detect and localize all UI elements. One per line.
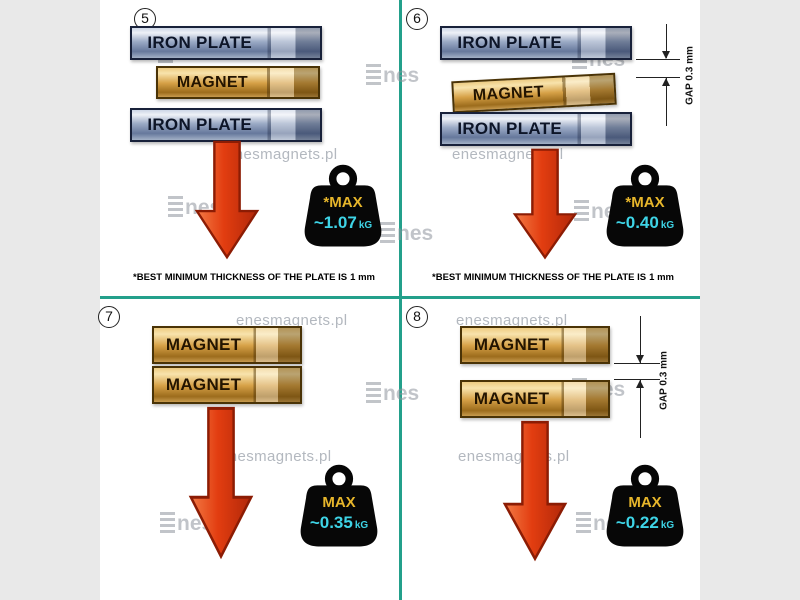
magnet-bar-top: MAGNET	[460, 326, 610, 364]
gap-dimension-line	[640, 316, 641, 363]
watermark-enes-logo: nes	[574, 200, 627, 222]
enes-e-icon	[158, 42, 173, 64]
vertical-divider	[399, 0, 402, 600]
enes-logo-text: nes	[589, 48, 626, 71]
magnet-bar-top: MAGNET	[152, 326, 302, 364]
gap-label: GAP 0.3 mm	[658, 351, 670, 410]
magnet-bar: MAGNET	[451, 72, 617, 114]
enes-e-icon	[168, 196, 183, 218]
horizontal-divider	[100, 296, 700, 299]
iron-plate-label: IRON PLATE	[457, 33, 563, 52]
pull-force-arrow	[502, 420, 568, 562]
weight-unit: kG	[354, 520, 369, 531]
enes-e-icon	[366, 64, 381, 86]
enes-logo-text: nes	[397, 222, 434, 245]
gap-dimension-line	[640, 380, 641, 438]
watermark-site: enesmagnets.pl	[236, 312, 348, 329]
iron-plate-label: IRON PLATE	[147, 115, 253, 134]
watermark-site: enesmagnets.pl	[226, 146, 338, 163]
pull-force-arrow	[512, 148, 578, 260]
iron-plate-bottom: IRON PLATE	[440, 112, 632, 146]
weight-max-label: MAX	[628, 494, 662, 511]
panel-number: 5	[134, 8, 156, 30]
weight-value-number: ~1.07	[313, 213, 357, 232]
enes-logo-text: nes	[593, 512, 630, 535]
magnet-bar: MAGNET	[156, 66, 320, 99]
weight-unit: kG	[358, 220, 373, 231]
weight-max-label: MAX	[322, 494, 356, 511]
footnote-text: *BEST MINIMUM THICKNESS OF THE PLATE IS	[432, 272, 647, 283]
watermark-enes-logo: nes	[366, 382, 419, 404]
watermark-enes-logo: nes	[366, 64, 419, 86]
enes-e-icon	[576, 512, 591, 534]
magnet-label: MAGNET	[176, 73, 248, 91]
gap-dimension-line	[666, 24, 667, 58]
watermark-enes-logo: nes	[380, 222, 433, 244]
watermark-enes-logo: nes	[572, 48, 625, 70]
enes-logo-text: nes	[177, 512, 214, 535]
gap-extension-line	[636, 77, 680, 78]
watermark-enes-logo: nes	[168, 196, 221, 218]
watermark-enes-logo: nes	[576, 512, 629, 534]
right-margin	[700, 0, 800, 600]
enes-logo-text: nes	[185, 196, 222, 219]
kettlebell-icon	[300, 464, 378, 547]
watermark-enes-logo: nes	[158, 42, 211, 64]
panel-number: 7	[98, 306, 120, 328]
footnote-text: *BEST MINIMUM THICKNESS OF THE PLATE IS	[133, 272, 348, 283]
weight-unit: kG	[660, 220, 675, 231]
magnet-label: MAGNET	[472, 83, 545, 105]
gap-arrow-down-icon	[636, 355, 644, 363]
weight-value-number: ~0.35	[309, 513, 353, 532]
magnet-label: MAGNET	[473, 389, 550, 408]
gap-dimension-line	[666, 78, 667, 126]
watermark-site: enesmagnets.pl	[220, 448, 332, 465]
panel-number: 8	[406, 306, 428, 328]
iron-plate-bottom: IRON PLATE	[130, 108, 322, 142]
watermark-site: enesmagnets.pl	[456, 312, 568, 329]
enes-logo-text: nes	[383, 64, 420, 87]
left-margin	[0, 0, 100, 600]
gap-arrow-up-icon	[662, 78, 670, 86]
enes-e-icon	[572, 48, 587, 70]
gap-extension-line	[636, 59, 680, 60]
panel-number: 6	[406, 8, 428, 30]
magnet-label: MAGNET	[165, 335, 242, 354]
kettlebell-icon	[606, 464, 684, 547]
weight-unit: kG	[660, 520, 675, 531]
watermark-site: enesmagnets.pl	[458, 448, 570, 465]
pull-force-arrow	[188, 406, 254, 560]
magnet-bar-bottom: MAGNET	[152, 366, 302, 404]
enes-e-icon	[572, 378, 587, 400]
enes-e-icon	[160, 512, 175, 534]
magnet-label: MAGNET	[165, 375, 242, 394]
watermark-enes-logo: nes	[572, 378, 625, 400]
weight-max-label: *MAX	[323, 194, 363, 211]
footnote-bold: 1 mm	[649, 272, 674, 283]
magnet-label: MAGNET	[473, 335, 550, 354]
iron-plate-label: IRON PLATE	[457, 119, 563, 138]
gap-extension-line	[614, 363, 660, 364]
enes-e-icon	[380, 222, 395, 244]
gap-arrow-down-icon	[662, 51, 670, 59]
enes-e-icon	[366, 382, 381, 404]
footnote-bold: 1 mm	[350, 272, 375, 283]
enes-logo-text: nes	[175, 42, 212, 65]
enes-logo-text: nes	[591, 200, 628, 223]
enes-logo-text: nes	[589, 378, 626, 401]
watermark-enes-logo: nes	[160, 512, 213, 534]
gap-label: GAP 0.3 mm	[684, 46, 696, 105]
gap-arrow-up-icon	[636, 380, 644, 388]
enes-e-icon	[574, 200, 589, 222]
enes-logo-text: nes	[383, 382, 420, 405]
watermark-site: enesmagnets.pl	[452, 146, 564, 163]
kettlebell-icon	[304, 164, 382, 247]
